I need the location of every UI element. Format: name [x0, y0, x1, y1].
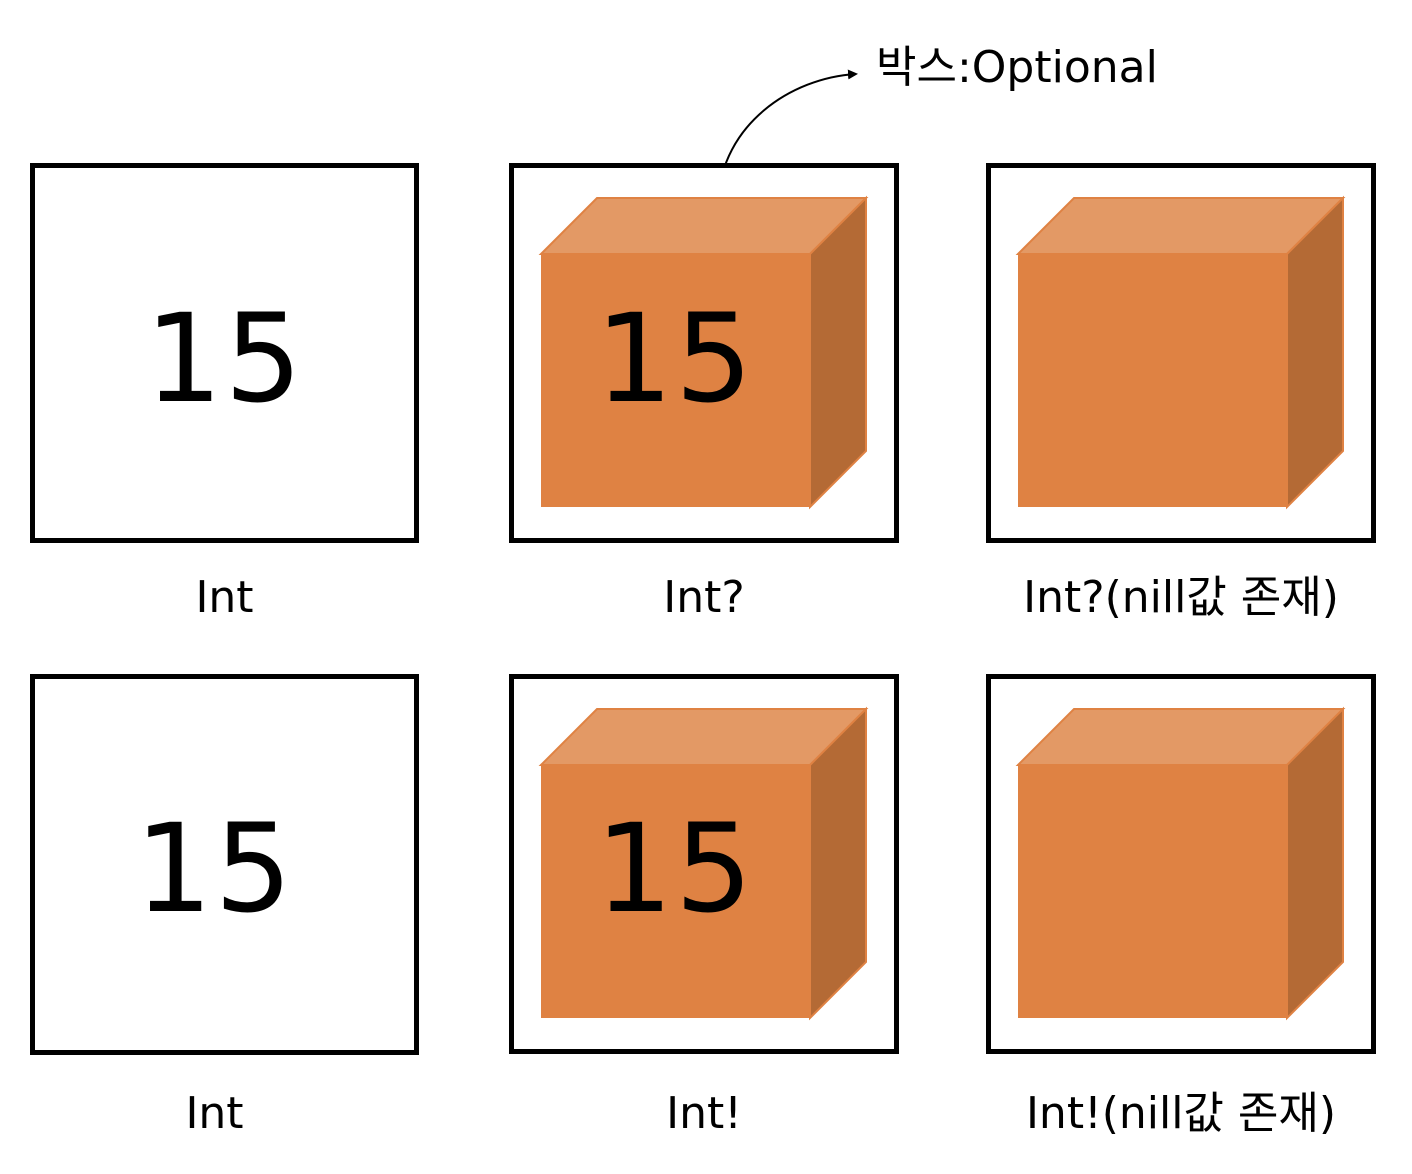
cube-side-face [1286, 706, 1344, 1021]
optional-box-cube [538, 706, 869, 1021]
cell-int-plain-value: 15 [144, 288, 305, 430]
cell-int-unwrapped-nil-caption: Int!(nill값 존재) [1025, 1088, 1337, 1139]
cell-int-plain-2-value: 15 [134, 798, 295, 940]
optional-box-cube [1015, 195, 1346, 510]
optional-callout-label: 박스:Optional [876, 42, 1158, 93]
cube-front-face [1018, 765, 1287, 1018]
cell-int-unwrapped-caption: Int! [666, 1088, 742, 1139]
cell-int-optional-caption: Int? [663, 572, 745, 623]
cell-int-plain-2-frame [30, 674, 419, 1055]
cube-front-face [541, 254, 810, 507]
cell-int-plain-caption: Int [195, 572, 254, 623]
optional-box-cube [538, 195, 869, 510]
optional-box-cube [1015, 706, 1346, 1021]
cell-int-optional-value: 15 [595, 288, 755, 430]
cell-int-optional-nil-caption: Int?(nill값 존재) [1023, 572, 1339, 623]
cube-side-face [809, 706, 867, 1021]
cell-int-plain-frame [30, 163, 419, 543]
cell-int-unwrapped-value: 15 [595, 798, 755, 940]
cube-side-face [1286, 195, 1344, 510]
cube-front-face [541, 765, 810, 1018]
cube-side-face [809, 195, 867, 510]
cube-front-face [1018, 254, 1287, 507]
cell-int-plain-2-caption: Int [185, 1088, 244, 1139]
